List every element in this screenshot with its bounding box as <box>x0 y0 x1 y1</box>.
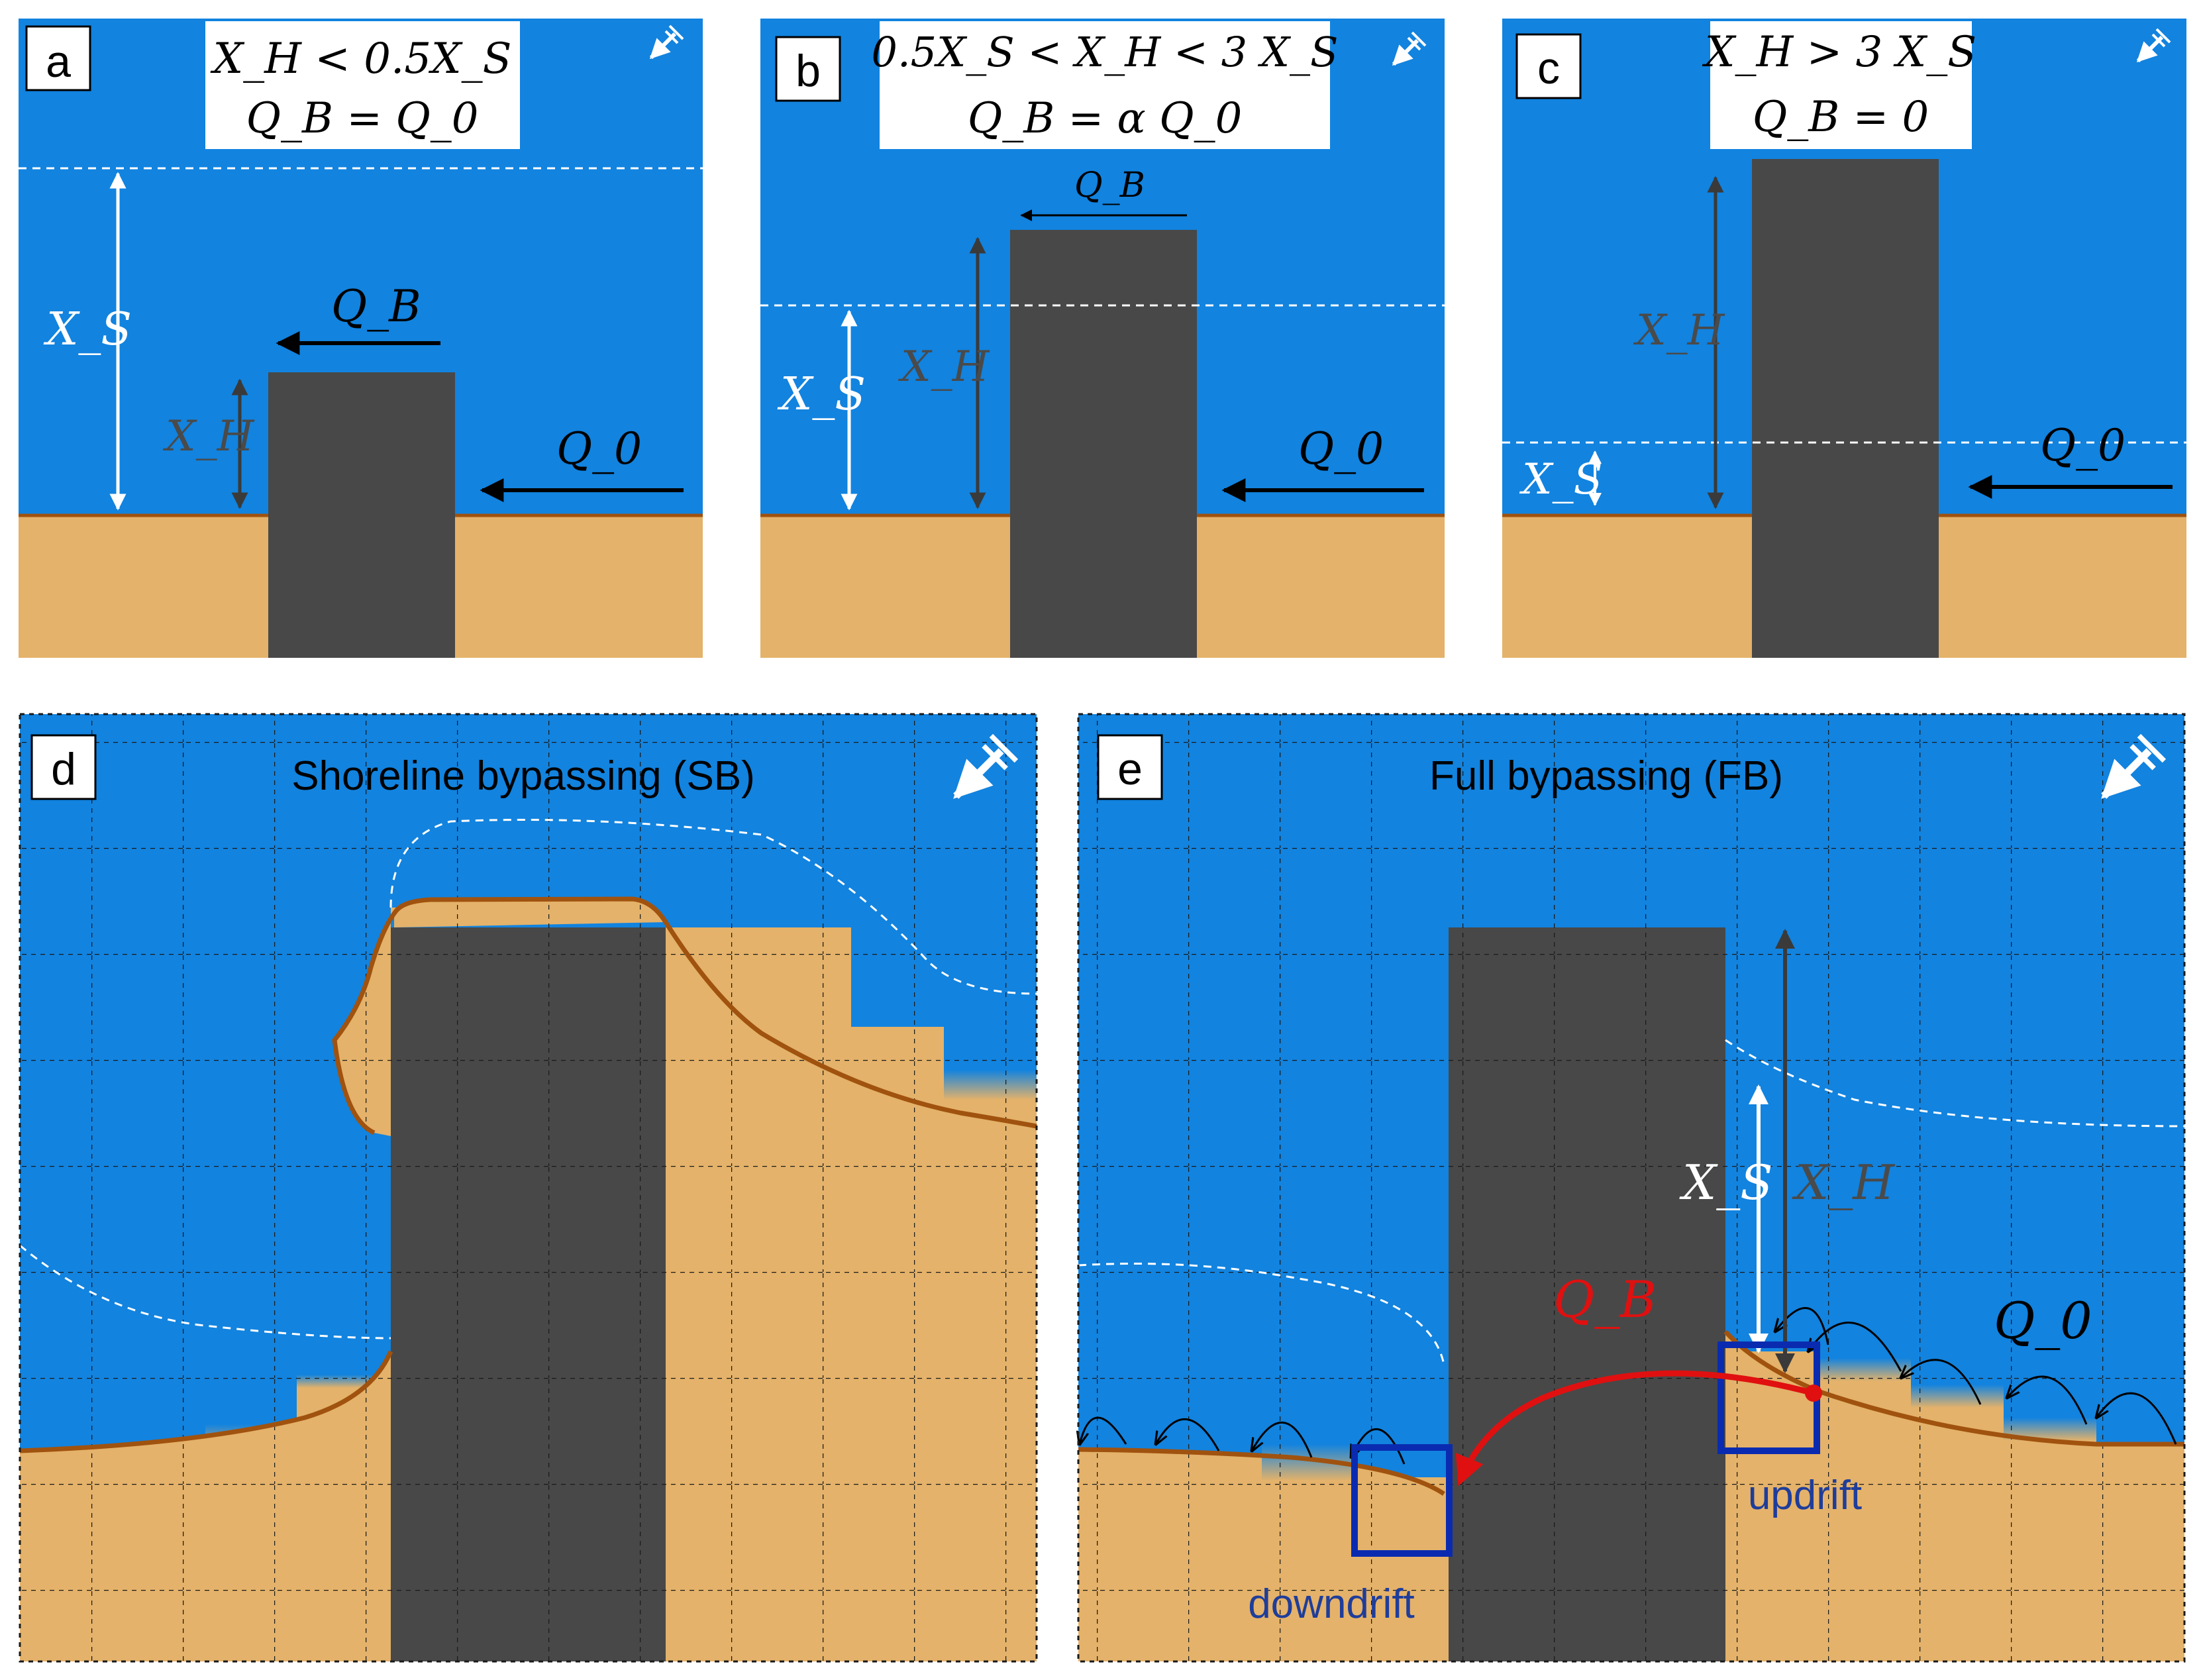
panel-title: Shoreline bypassing (SB) <box>291 753 755 799</box>
xh-label: X_H <box>897 342 990 392</box>
xs-label: X_S <box>1679 1155 1773 1210</box>
panel-letter-box <box>25 25 91 91</box>
shoreline <box>1078 1447 1445 1496</box>
panel-letter-box <box>30 734 97 800</box>
q0-label: Q_0 <box>2040 420 2126 471</box>
transport-arc <box>1080 1416 1127 1444</box>
panel-letter: b <box>795 46 821 96</box>
condition-box <box>205 21 520 149</box>
qb-arrow <box>1455 1370 1815 1487</box>
panel-letter: c <box>1537 43 1560 93</box>
panel-letter-box <box>1097 734 1163 800</box>
xs-depth-line <box>1078 1263 1445 1365</box>
downdrift-cell-box <box>1351 1444 1453 1557</box>
xs-depth-line <box>389 819 1037 995</box>
xs-label: X_S <box>1519 455 1602 504</box>
transport-arc <box>2096 1392 2177 1445</box>
downdrift-label: downdrift <box>1248 1581 1415 1627</box>
shoreline <box>19 1350 393 1453</box>
transport-arc <box>1901 1359 1982 1405</box>
panel-d: Shoreline bypassing (SB) d <box>19 713 1038 1663</box>
xs-label: X_S <box>43 303 132 356</box>
q0-label: Q_0 <box>1994 1291 2092 1350</box>
qb-label: Q_B <box>1553 1270 1657 1329</box>
transport-arc <box>1808 1322 1902 1372</box>
condition-line-2: Q_B = α Q_0 <box>968 94 1243 143</box>
panel-letter-box <box>775 36 841 102</box>
condition-line-1: X_H < 0.5X_S <box>210 34 512 83</box>
updrift-label: updrift <box>1748 1473 1862 1518</box>
condition-line-2: Q_B = 0 <box>1753 93 1929 142</box>
transport-arc <box>2007 1375 2088 1425</box>
q0-label: Q_0 <box>556 423 642 474</box>
xh-label: X_H <box>1633 306 1725 355</box>
xs-depth-line <box>19 1244 391 1339</box>
shoreline <box>332 896 1037 1135</box>
shoreline <box>1723 1330 2184 1447</box>
transport-arc <box>1156 1418 1220 1451</box>
panel-letter-box <box>1515 33 1582 99</box>
panel-letter: d <box>51 744 76 794</box>
panel-letter: e <box>1117 744 1143 794</box>
panel-a: X_S X_H Q_B Q_0 X_H < 0.5X_S Q_B = Q_0 a <box>19 19 703 658</box>
condition-line-1: X_H > 3 X_S <box>1702 28 1976 77</box>
panel-letter: a <box>46 36 71 87</box>
groyne-structure <box>1752 159 1939 658</box>
qb-label: Q_B <box>1074 166 1145 205</box>
xs-label: X_S <box>777 368 866 421</box>
groyne-structure <box>1010 230 1197 658</box>
transport-arc <box>1252 1422 1313 1458</box>
panel-b: X_S X_H Q_B Q_0 0.5X_S < X_H < 3 X_S Q_B… <box>760 19 1445 658</box>
panel-c: X_S X_H Q_0 X_H > 3 X_S Q_B = 0 c <box>1502 19 2186 658</box>
condition-line-2: Q_B = Q_0 <box>246 94 479 143</box>
xh-label: X_H <box>162 412 255 461</box>
xs-depth-line <box>1725 1039 2185 1128</box>
condition-box <box>1710 21 1972 149</box>
groyne-structure <box>268 372 455 658</box>
panel-e: X_S X_H Q_B Q_0 updrift downdrift Full b… <box>1078 713 2186 1663</box>
q0-label: Q_0 <box>1298 423 1384 474</box>
condition-line-1: 0.5X_S < X_H < 3 X_S <box>872 28 1339 76</box>
shoreline-point <box>1805 1385 1822 1402</box>
xh-label: X_H <box>1792 1155 1895 1210</box>
qb-label: Q_B <box>331 281 421 332</box>
panel-title: Full bypassing (FB) <box>1429 753 1783 799</box>
condition-box <box>880 21 1330 149</box>
